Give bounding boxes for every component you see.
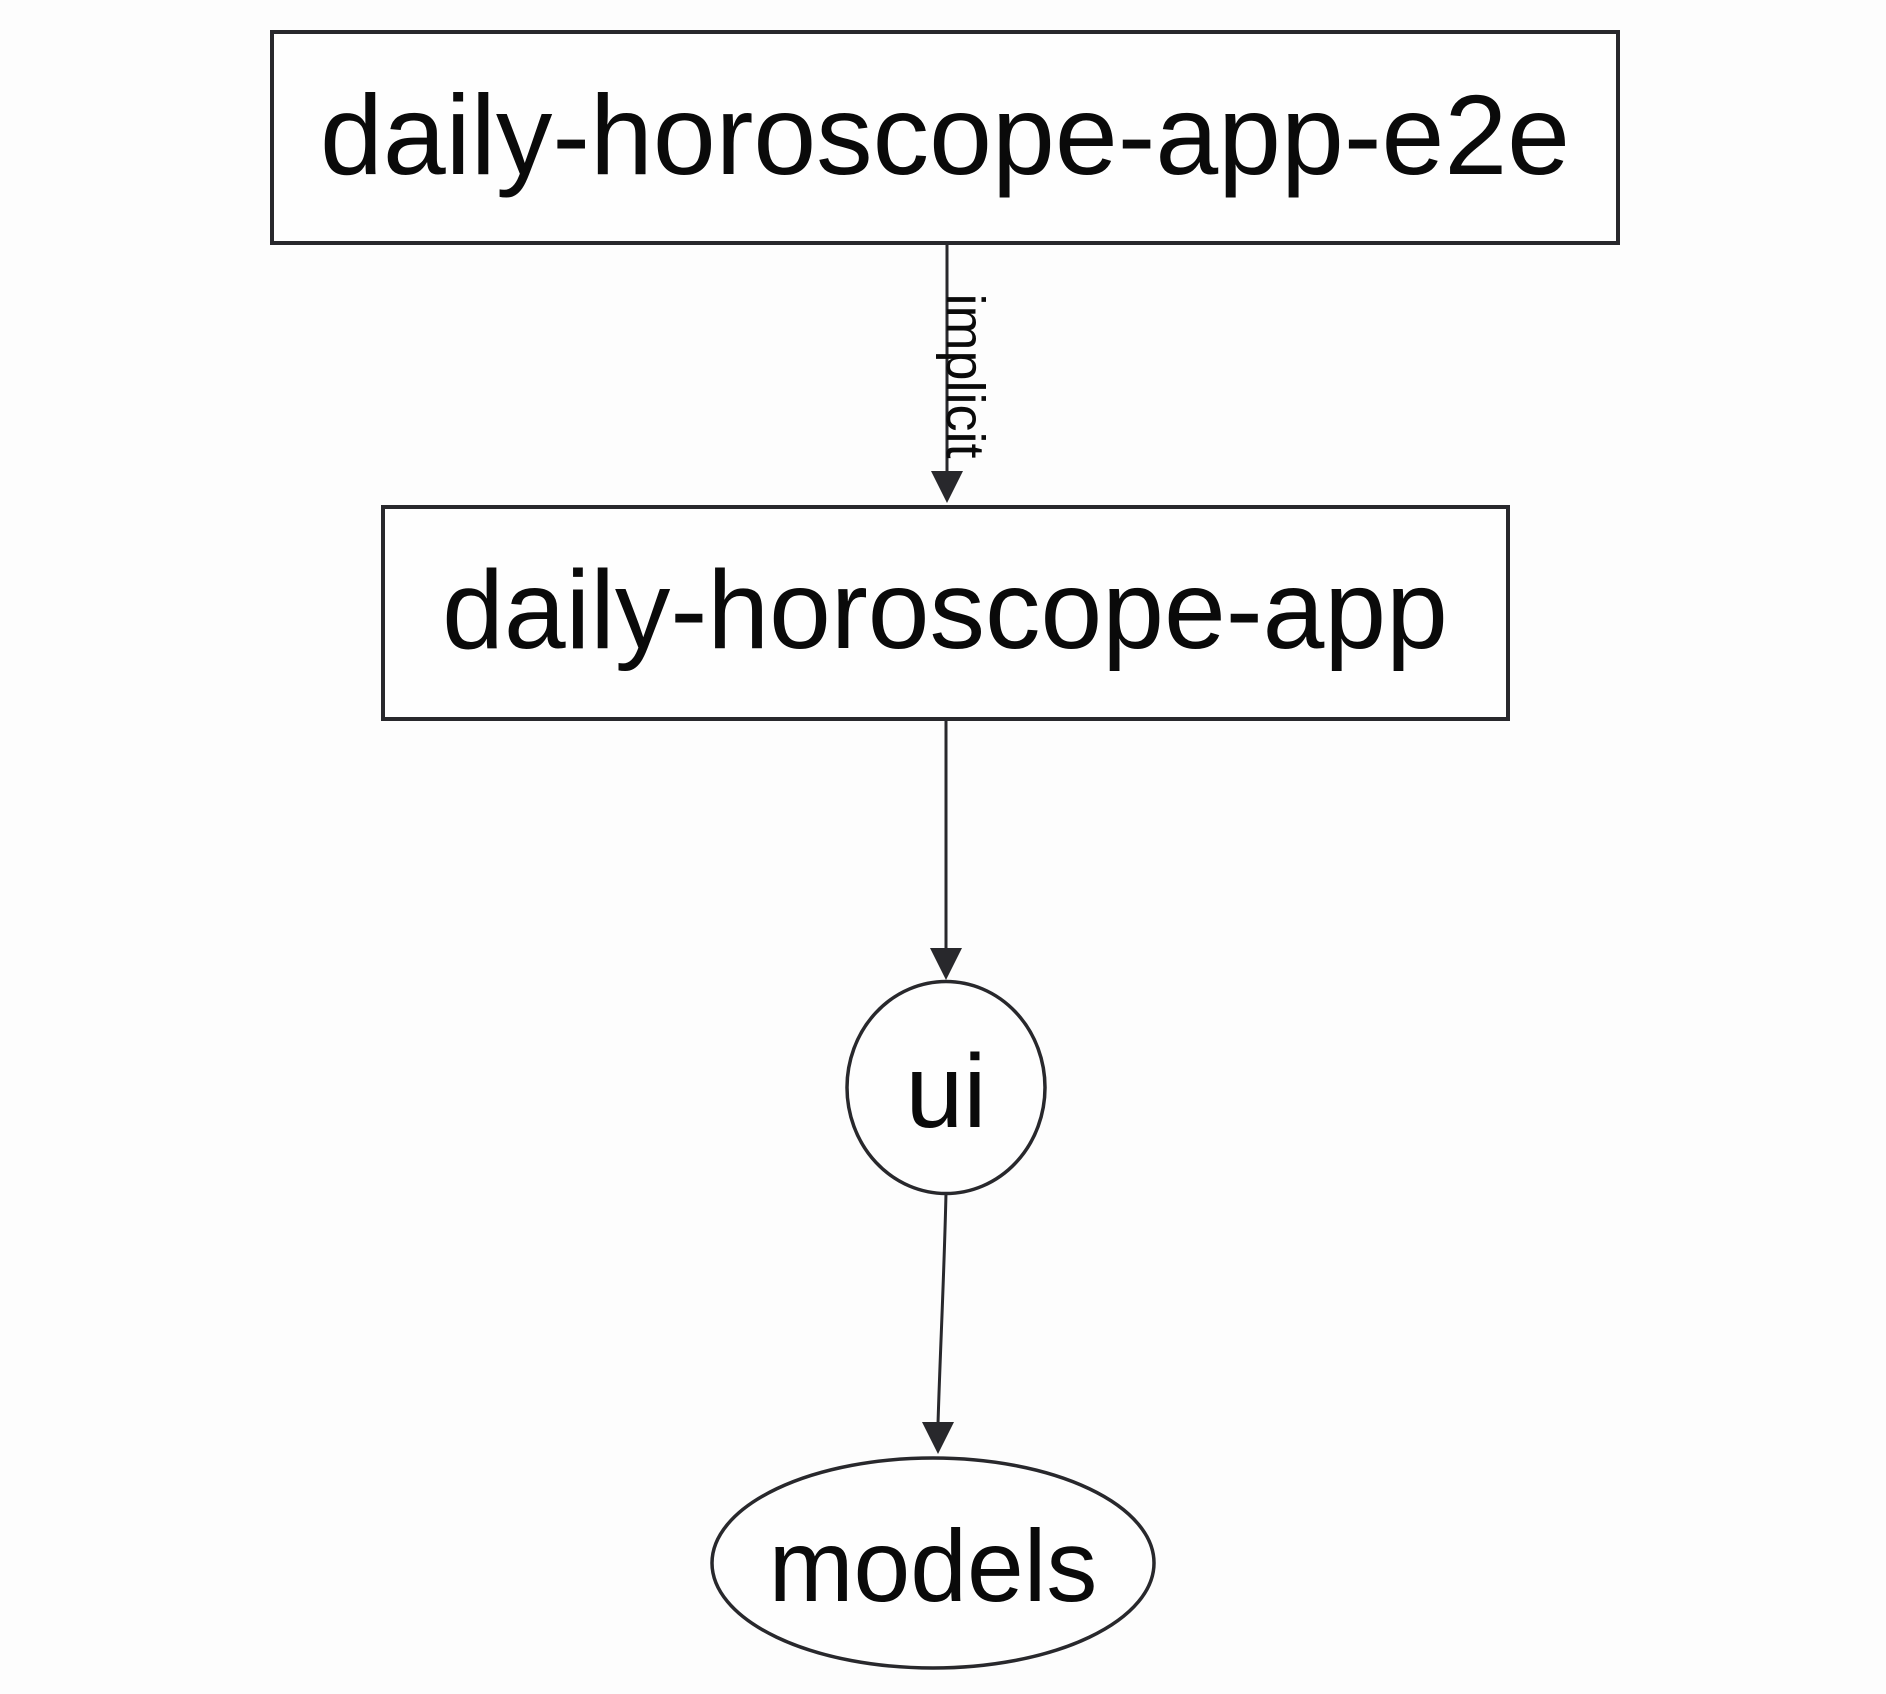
node-daily-horoscope-app-e2e-box[interactable] (270, 30, 1620, 245)
node-daily-horoscope-app-e2e: daily-horoscope-app-e2e (270, 30, 1620, 245)
node-daily-horoscope-app-e2e-label: daily-horoscope-app-e2e (320, 72, 1570, 198)
edge-e2e-to-app-arrowhead-icon (931, 471, 963, 503)
edge-ui-to-models-line (936, 1192, 948, 1425)
edge-ui-to-models-arrowhead-icon (922, 1422, 954, 1454)
edge-ui-to-models (922, 1192, 954, 1454)
node-models-ellipse[interactable] (710, 1456, 1156, 1670)
node-ui-label: ui (906, 1034, 987, 1150)
edge-e2e-to-app: implicit (931, 243, 995, 503)
edge-app-to-ui-arrowhead-icon (930, 948, 962, 980)
edge-label-implicit: implicit (935, 293, 995, 458)
node-models-label: models (769, 1509, 1098, 1623)
node-daily-horoscope-app-label: daily-horoscope-app (442, 548, 1448, 672)
edge-app-to-ui (930, 719, 962, 980)
node-daily-horoscope-app-box[interactable] (381, 505, 1510, 721)
node-ui: ui (845, 979, 1047, 1196)
node-models: models (710, 1456, 1156, 1670)
node-daily-horoscope-app: daily-horoscope-app (381, 505, 1510, 721)
